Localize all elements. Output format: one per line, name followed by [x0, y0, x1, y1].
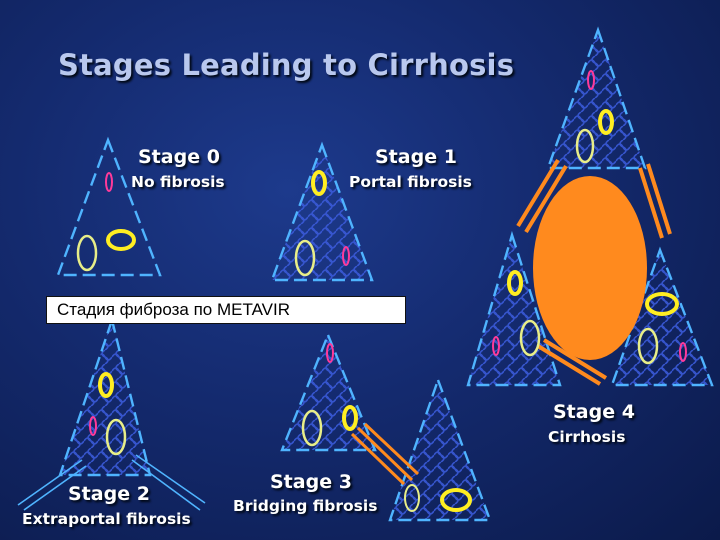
- stage-3-duct-ring-left: [342, 405, 358, 431]
- stage-2-vessel: [89, 416, 97, 436]
- stage-4-vessel-left: [492, 336, 500, 356]
- stage-1-duct-ring: [311, 170, 327, 196]
- stage-0-vein-ring: [76, 234, 98, 272]
- stage-2-vein-ring: [105, 418, 127, 456]
- stage-2-description: Extraportal fibrosis: [22, 510, 191, 528]
- stage-4-vessel-top: [587, 70, 595, 90]
- cirrhotic-nodule: [533, 176, 647, 360]
- stage-2-lobule: [17, 315, 206, 511]
- stage-0-description: No fibrosis: [131, 173, 225, 191]
- stage-1-lobule: [270, 141, 374, 282]
- stage-0-vessel: [105, 172, 113, 192]
- stage-3-lobule: [280, 331, 492, 522]
- stage-3-vein-ring: [301, 409, 323, 447]
- stage-1-description: Portal fibrosis: [349, 173, 472, 191]
- stage-3-vein-ring-right: [404, 484, 420, 512]
- stage-4-duct-ring-right: [645, 292, 679, 316]
- stage-2-septa: [17, 454, 206, 511]
- stage-4-triangle-left: [466, 230, 562, 387]
- stage-1-triangle: [270, 141, 374, 282]
- metavir-caption: Стадия фиброза по METAVIR: [46, 296, 406, 324]
- stage-3-vessel: [326, 343, 334, 363]
- stage-4-vein-ring-top: [575, 128, 595, 164]
- stage-4-description: Cirrhosis: [548, 428, 626, 446]
- stage-0-triangle: [56, 136, 162, 277]
- stage-3-triangle-right: [388, 376, 492, 522]
- stage-2-label: Stage 2: [68, 483, 150, 505]
- stage-4-vein-ring-left: [519, 319, 541, 357]
- stage-1-label: Stage 1: [375, 146, 457, 168]
- stage-0-label: Stage 0: [138, 146, 220, 168]
- page-title: Stages Leading to Cirrhosis: [58, 48, 515, 82]
- stage-4-fibrous-bands: [516, 158, 672, 386]
- stage-4-vessel-right: [679, 342, 687, 362]
- stage-4-vein-ring-right: [637, 327, 659, 365]
- stage-4-duct-ring-left: [507, 270, 523, 296]
- stage-1-vessel: [342, 246, 350, 266]
- stage-3-duct-ring-right: [440, 488, 472, 512]
- stage-1-vein-ring: [294, 239, 316, 277]
- stage-2-duct-ring: [98, 372, 114, 398]
- stage-0-lobule: [56, 136, 162, 277]
- stage-4-label: Stage 4: [553, 401, 635, 423]
- stage-3-triangle-left: [280, 331, 377, 452]
- stage-3-label: Stage 3: [270, 471, 352, 493]
- stage-0-duct-ring: [106, 229, 136, 251]
- stage-3-description: Bridging fibrosis: [233, 497, 378, 515]
- stage-2-triangle: [58, 315, 152, 477]
- stage-4-triangle-top: [546, 26, 647, 170]
- stage-3-bridge: [350, 422, 420, 486]
- stage-4-duct-ring-top: [598, 109, 614, 135]
- stage-4-lobule: [466, 26, 714, 387]
